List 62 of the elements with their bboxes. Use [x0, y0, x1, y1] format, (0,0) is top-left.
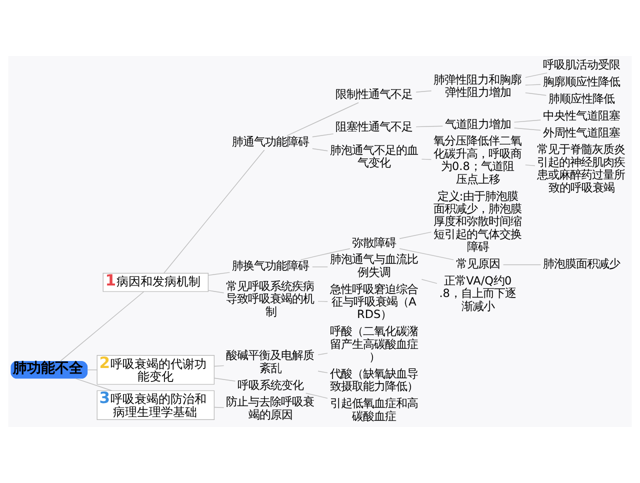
node-text: 常见于脊髓灰质炎引起的神经肌肉疾患或麻醉药过量所致的呼吸衰竭 [537, 143, 626, 194]
node-text: 呼吸肌活动受限 [542, 58, 620, 72]
node-text: 常见原因 [456, 257, 500, 270]
node-text: 弥散障碍 [352, 236, 396, 250]
node-text: 肺换气功能障碍 [232, 260, 309, 273]
connector [421, 158, 432, 160]
connector [421, 279, 438, 284]
connector [514, 128, 541, 131]
connector [399, 232, 432, 239]
node-text: 引起低氧血症和高碳酸血症 [330, 397, 418, 423]
connector [318, 300, 328, 302]
connector [399, 248, 454, 260]
node-text: 定义:由于肺泡膜面积减少，肺泡膜厚度和弥散时间缩短引起的气体交换障碍 [434, 190, 522, 254]
connector [502, 264, 542, 266]
node-text: 呼吸系统变化 [237, 378, 304, 392]
node-text: 常见呼吸系统疾病导致呼吸衰竭的机制 [226, 280, 314, 318]
connector [318, 352, 328, 356]
connector [312, 266, 328, 268]
connector [214, 365, 224, 367]
connector [164, 150, 265, 274]
node-text: 肺泡通气不足的血气变化 [330, 144, 418, 170]
connector [214, 406, 224, 408]
connector [74, 378, 112, 391]
node-text: 防止与去除呼吸衰竭的原因 [226, 396, 314, 422]
connector [318, 370, 328, 374]
connector [214, 378, 236, 382]
node-box: 1病因和发病机制 [102, 272, 209, 292]
node-box: 3呼吸衰竭的防治和病理生理学基础 [96, 390, 215, 420]
node-box: 肺功能不全 [10, 361, 88, 379]
node-text: 正常VA/Q约0.8，自上而下逐渐减小 [439, 274, 516, 313]
node-text: 酸碱平衡及电解质紊乱 [226, 349, 314, 375]
connector [60, 291, 144, 362]
node-text: 阻塞性通气不足 [336, 120, 413, 134]
node-text: 中央性气道阻塞 [542, 109, 620, 122]
node-text: 急性呼吸窘迫综合征与呼吸衰竭（ARDS） [330, 282, 418, 322]
connector [300, 248, 350, 260]
node-text: 限制性通气不足 [336, 88, 413, 102]
connector [312, 133, 334, 138]
node-text: 呼酸（二氧化碳潴留产生高碳酸血症） [330, 325, 418, 364]
connector [525, 92, 547, 96]
node-text: 肺弹性阻力和胸廓弹性阻力增加 [434, 73, 522, 100]
connector [305, 392, 328, 399]
node-box: 2呼吸衰竭的代谢功能变化 [96, 355, 215, 385]
connector [525, 72, 548, 78]
node-text: 氧分压降低伴二氧化碳升高，呼吸商为0.8；气道阻压点上移 [434, 134, 522, 186]
node-text: 肺通气功能障碍 [232, 135, 309, 148]
connector [416, 90, 432, 92]
node-text: 肺顺应性降低 [548, 92, 615, 106]
connector [416, 126, 444, 128]
node-text: 外周性气道阻塞 [542, 126, 620, 140]
connector [525, 164, 536, 166]
connector [286, 102, 359, 136]
connector [208, 290, 224, 294]
node-text: 肺泡膜面积减少 [542, 257, 620, 270]
node-text: 肺泡通气与血流比例失调 [330, 253, 418, 279]
node-text: 代酸（缺氧缺血导致摄取能力降低） [330, 367, 418, 394]
connector [208, 272, 230, 276]
node-text: 胸廓顺应性降低 [542, 75, 620, 88]
node-text: 气道阻力增加 [444, 118, 511, 131]
connector [514, 120, 541, 123]
connector [525, 84, 541, 86]
connector [312, 148, 328, 152]
